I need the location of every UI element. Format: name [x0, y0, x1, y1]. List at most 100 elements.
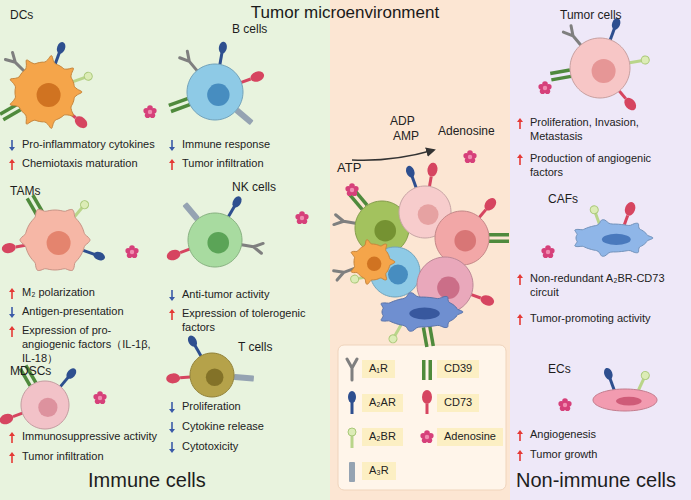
increase-arrow — [11, 455, 13, 463]
cell-body — [21, 381, 69, 429]
cell-type-label: MDSCs — [10, 364, 80, 379]
increase-arrow — [517, 450, 523, 454]
increase-arrow — [9, 326, 15, 330]
effect-text: Expression of tolerogenic factors — [182, 307, 322, 335]
legend-symbol — [422, 390, 432, 414]
cell-type-label: Tumor cells — [560, 8, 650, 23]
decrease-arrow — [169, 147, 175, 151]
increase-arrow — [519, 157, 521, 165]
cell-group: B cellsImmune responseTumor infiltration — [165, 0, 330, 180]
legend-symbol — [420, 430, 433, 443]
legend-symbol — [420, 356, 434, 382]
immune-panel-ground — [0, 0, 330, 500]
cell-group: CAFsNon-redundant A₂BR-CD73 circuitTumor… — [510, 190, 691, 360]
decrease-arrow — [171, 140, 173, 148]
increase-arrow — [11, 329, 13, 337]
legend-item: A₂AR — [345, 390, 403, 416]
legend-symbol — [345, 390, 359, 416]
cell-icon — [593, 367, 657, 411]
receptor-symbol — [234, 374, 254, 382]
effect-text: Chemiotaxis maturation — [22, 157, 162, 171]
cell-body — [190, 353, 234, 397]
diagram-title: Tumor microenvironment — [190, 3, 500, 23]
effect-text: Antigen-presentation — [22, 305, 162, 319]
legend-symbol — [345, 458, 359, 484]
decrease-arrow — [9, 314, 15, 318]
cell-body — [575, 220, 653, 257]
increase-arrow — [517, 274, 523, 278]
legend-symbol — [420, 390, 434, 416]
legend-symbol — [349, 462, 355, 482]
cell-group: DCsPro-inflammatory cytokinesChemiotaxis… — [0, 0, 165, 180]
legend-label: A₃R — [362, 462, 396, 480]
cell-nucleus — [437, 277, 459, 299]
cell-body — [593, 389, 657, 411]
cell-icon — [0, 41, 93, 131]
receptor-symbol — [550, 68, 571, 81]
non-immune-panel: Non-immune cellsTumor cellsProliferation… — [510, 0, 691, 500]
effect-text: Tumor infiltration — [22, 450, 162, 464]
illustration-part — [125, 245, 138, 258]
increase-arrow — [171, 312, 173, 320]
cell-nucleus — [206, 368, 224, 386]
legend-item: Adenosine — [420, 424, 503, 450]
effect-text: Expression of pro-angiogenic factors（IL-… — [22, 324, 162, 365]
legend-label: Adenosine — [437, 428, 503, 446]
illustration-part — [541, 245, 554, 258]
decrease-arrow — [169, 297, 175, 301]
cell-nucleus — [388, 265, 408, 285]
receptor-symbol — [186, 334, 204, 358]
cell-type-label: B cells — [232, 22, 312, 37]
cell-nucleus — [454, 230, 476, 252]
receptor-symbol — [168, 97, 190, 113]
cell-nucleus — [409, 308, 439, 320]
center-panel-ground — [330, 0, 510, 500]
decrease-arrow — [171, 402, 173, 410]
legend-label: A₂BR — [362, 428, 403, 446]
legend-frame — [338, 345, 506, 490]
effect-text: Angiogenesis — [530, 428, 670, 442]
panel-title: Non-immune cells — [516, 468, 686, 493]
legend-symbol — [347, 359, 357, 380]
legend-item: A₁R — [345, 356, 395, 382]
increase-arrow — [517, 314, 523, 318]
cell-body — [570, 38, 630, 98]
increase-arrow — [11, 291, 13, 299]
legend-label: A₂AR — [362, 394, 403, 412]
legend-item: CD39 — [420, 356, 479, 382]
legend-label: A₁R — [362, 360, 395, 378]
cell-nucleus — [207, 84, 229, 106]
cell-icon — [1, 194, 106, 270]
effect-text: Non-redundant A₂BR-CD73 circuit — [530, 272, 685, 300]
effect-text: Production of angiogenic factors — [530, 152, 685, 180]
pathway-label: ATP — [337, 160, 361, 176]
increase-arrow — [9, 432, 15, 436]
cell-body — [20, 209, 90, 270]
legend-symbol — [348, 391, 356, 414]
cell-illustrations — [0, 17, 657, 429]
decrease-arrow — [169, 409, 175, 413]
cell-body — [187, 64, 243, 120]
effect-text: Anti-tumor activity — [182, 288, 322, 302]
non-immune-panel-ground — [510, 0, 691, 500]
receptor-symbol — [182, 202, 199, 221]
receptor-symbol — [489, 233, 509, 243]
cell-nucleus — [367, 257, 381, 271]
cell-type-label: ECs — [548, 362, 598, 377]
increase-arrow — [169, 159, 175, 163]
receptor-symbol — [240, 69, 266, 87]
receptor-symbol — [602, 367, 617, 391]
increase-arrow — [169, 309, 175, 313]
cell-icon — [550, 17, 650, 113]
increase-arrow — [171, 162, 173, 170]
receptor-symbol — [72, 71, 94, 85]
conversion-arrow — [352, 150, 434, 160]
cell-icon — [165, 195, 263, 267]
illustration-part — [143, 105, 156, 118]
receptor-symbol — [225, 195, 243, 219]
cell-body — [10, 56, 82, 129]
cell-nucleus — [602, 234, 631, 245]
